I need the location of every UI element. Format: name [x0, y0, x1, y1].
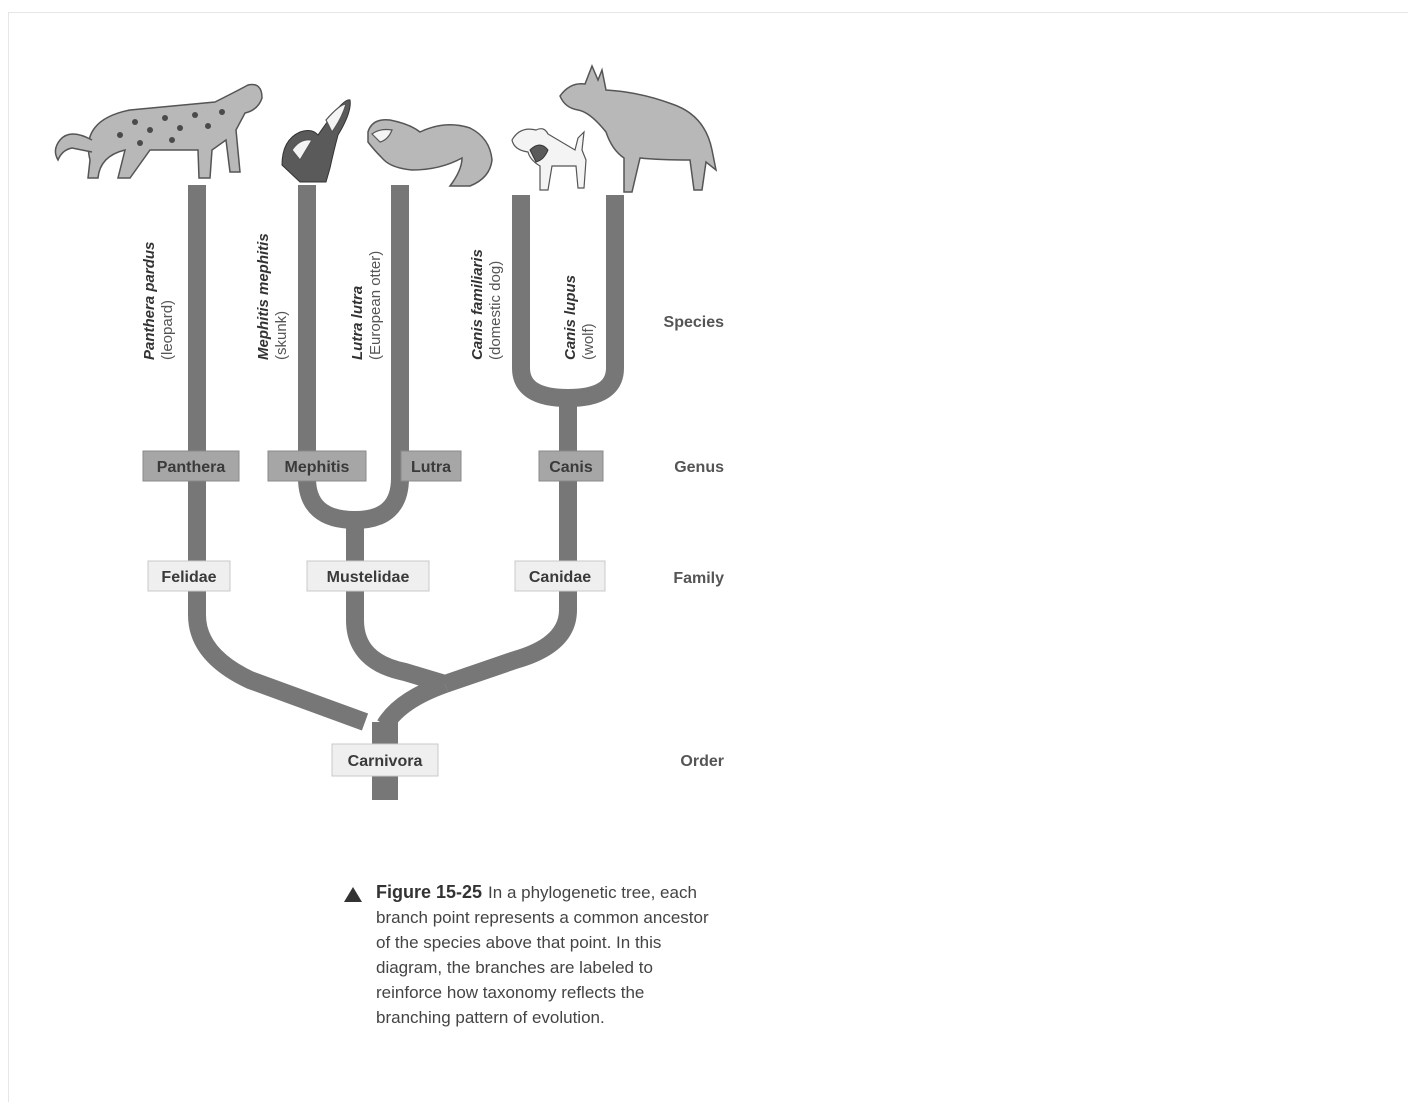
family-box-mustelidae: Mustelidae: [307, 561, 429, 591]
caption-figure-label: Figure 15-25: [376, 882, 482, 902]
branch-mustelidae: [355, 520, 445, 684]
rank-label-order: Order: [680, 753, 724, 770]
order-box-carnivora: Carnivora: [332, 744, 438, 776]
phylogenetic-tree: Panthera pardus (leopard) Mephitis mephi…: [0, 0, 760, 860]
genus-label: Mephitis: [285, 459, 350, 476]
family-label: Mustelidae: [327, 569, 410, 586]
genus-label: Lutra: [411, 459, 451, 476]
rank-label-species: Species: [664, 314, 725, 331]
species-scientific-name: Canis familiaris: [469, 249, 486, 360]
species-scientific-name: Canis lupus: [562, 275, 579, 360]
family-label: Canidae: [529, 569, 591, 586]
leopard-illustration: [55, 85, 262, 178]
genus-box-mephitis: Mephitis: [268, 451, 366, 481]
branch-canidae: [445, 398, 568, 684]
genus-label: Canis: [549, 459, 593, 476]
species-scientific-name: Mephitis mephitis: [255, 233, 272, 360]
genus-box-lutra: Lutra: [401, 451, 461, 481]
species-common-name: (European otter): [367, 251, 384, 360]
dog-illustration: [512, 129, 586, 190]
caption-triangle-icon: [344, 887, 362, 902]
species-common-name: (skunk): [273, 311, 290, 360]
genus-label: Panthera: [157, 459, 226, 476]
species-scientific-name: Lutra lutra: [349, 286, 366, 360]
family-label: Felidae: [161, 569, 216, 586]
branch-dog: [521, 195, 568, 398]
family-box-felidae: Felidae: [148, 561, 230, 591]
species-scientific-name: Panthera pardus: [141, 242, 158, 360]
species-common-name: (wolf): [580, 323, 597, 360]
caption-text: In a phylogenetic tree, each branch poin…: [376, 883, 709, 1027]
otter-illustration: [368, 120, 492, 186]
family-box-canidae: Canidae: [515, 561, 605, 591]
rank-labels: Species Genus Family Order: [664, 314, 725, 770]
branch-carnivora-node: [385, 684, 445, 725]
species-common-name: (domestic dog): [487, 261, 504, 360]
order-label: Carnivora: [348, 753, 423, 770]
rank-label-family: Family: [673, 570, 724, 587]
genus-box-panthera: Panthera: [143, 451, 239, 481]
skunk-illustration: [282, 100, 350, 182]
genus-box-canis: Canis: [539, 451, 603, 481]
species-common-name: (leopard): [159, 300, 176, 360]
rank-label-genus: Genus: [674, 459, 724, 476]
